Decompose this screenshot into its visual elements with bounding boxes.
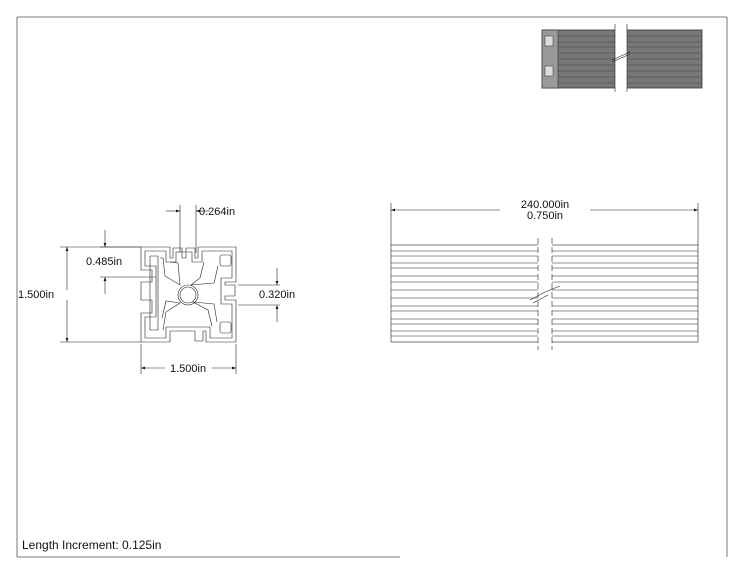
side-view (390, 238, 699, 350)
profile-section (140, 246, 237, 343)
slot-offset-label: 0.750in (527, 210, 563, 222)
dim-slot-depth: 0.485in (86, 230, 156, 294)
dim-center-bore: 0.320in (238, 268, 295, 322)
slot-depth-label: 0.485in (86, 256, 122, 268)
dim-width: 1.500in (140, 344, 237, 375)
isometric-thumbnail (541, 24, 703, 92)
dim-height: 1.500in (18, 246, 141, 343)
sheet-frame (16, 16, 728, 558)
height-label: 1.500in (18, 289, 54, 301)
dim-length: 240.000in 0.750in (390, 199, 699, 245)
length-increment-note: Length Increment: 0.125in (22, 538, 161, 552)
length-label: 240.000in (521, 199, 569, 211)
center-bore-label: 0.320in (259, 289, 295, 301)
slot-width-label: 0.264in (199, 206, 235, 218)
dim-slot-width: 0.264in (166, 205, 235, 253)
width-label: 1.500in (170, 363, 206, 375)
